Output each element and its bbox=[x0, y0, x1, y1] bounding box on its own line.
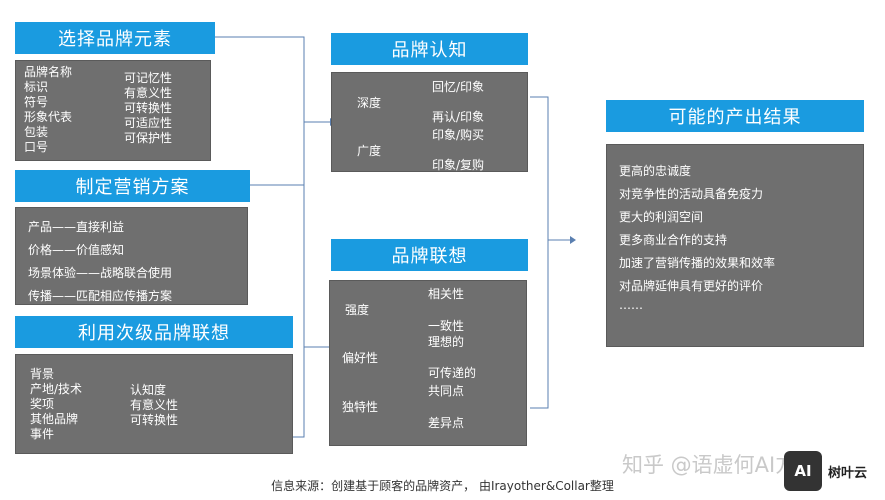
element-item: 形象代表 bbox=[24, 110, 73, 124]
awareness-box: 深度 回忆/印象 再认/印象 广度 印象/购买 印象/复购 bbox=[331, 72, 528, 172]
breadth-label: 广度 bbox=[357, 144, 382, 158]
sources-list: 背景 产地/技术 奖项 其他品牌 事件 bbox=[30, 367, 82, 442]
marketing-item: 产品——直接利益 bbox=[28, 220, 125, 234]
outcomes-header: 可能的产出结果 bbox=[606, 100, 864, 132]
unique-label: 独特性 bbox=[342, 400, 379, 414]
marketing-box: 产品——直接利益 价格——价值感知 场景体验——战略联合使用 传播——匹配相应传… bbox=[15, 207, 248, 305]
element-item: 口号 bbox=[24, 140, 49, 154]
effect-item: 可转换性 bbox=[130, 413, 179, 427]
criteria-item: 可保护性 bbox=[124, 131, 173, 145]
select-elements-box: 品牌名称 标识 符号 形象代表 包装 口号 可记忆性 有意义性 可转换性 可适应… bbox=[15, 60, 211, 161]
criteria-item: 有意义性 bbox=[124, 86, 173, 100]
element-item: 包装 bbox=[24, 125, 49, 139]
outcome-item: 更大的利润空间 bbox=[619, 210, 704, 224]
marketing-item: 场景体验——战略联合使用 bbox=[28, 266, 173, 280]
association-header: 品牌联想 bbox=[331, 239, 528, 271]
strength-label: 强度 bbox=[345, 303, 370, 317]
favor-item: 可传递的 bbox=[428, 366, 477, 380]
effect-item: 认知度 bbox=[130, 383, 167, 397]
source-item: 其他品牌 bbox=[30, 412, 79, 426]
source-item: 背景 bbox=[30, 367, 55, 381]
effect-item: 有意义性 bbox=[130, 398, 179, 412]
site-logo-badge: AI bbox=[784, 451, 822, 491]
favor-label: 偏好性 bbox=[342, 351, 379, 365]
depth-item: 再认/印象 bbox=[432, 110, 485, 124]
outcome-item: 加速了营销传播的效果和效率 bbox=[619, 256, 776, 270]
source-item: 产地/技术 bbox=[30, 382, 83, 396]
strength-item: 相关性 bbox=[428, 287, 465, 301]
association-box: 强度 相关性 一致性 偏好性 理想的 可传递的 独特性 共同点 差异点 bbox=[329, 280, 527, 446]
outcome-item: 更多商业合作的支持 bbox=[619, 233, 728, 247]
favor-item: 理想的 bbox=[428, 335, 465, 349]
breadth-item: 印象/购买 bbox=[432, 128, 485, 142]
marketing-item: 价格——价值感知 bbox=[28, 243, 125, 257]
outcome-item: 更高的忠诚度 bbox=[619, 164, 692, 178]
outcome-item: 对品牌延伸具有更好的评价 bbox=[619, 279, 764, 293]
element-item: 符号 bbox=[24, 95, 49, 109]
outcomes-box: 更高的忠诚度 对竞争性的活动具备免疫力 更大的利润空间 更多商业合作的支持 加速… bbox=[606, 144, 864, 347]
outcome-item: 对竞争性的活动具备免疫力 bbox=[619, 187, 764, 201]
site-brand-name: 树叶云 bbox=[828, 466, 868, 481]
effects-list: 认知度 有意义性 可转换性 bbox=[130, 383, 178, 428]
select-elements-header: 选择品牌元素 bbox=[15, 22, 215, 54]
element-item: 品牌名称 bbox=[24, 65, 73, 79]
marketing-item: 传播——匹配相应传播方案 bbox=[28, 289, 173, 303]
criteria-list: 可记忆性 有意义性 可转换性 可适应性 可保护性 bbox=[124, 71, 172, 146]
secondary-header: 利用次级品牌联想 bbox=[15, 316, 293, 348]
marketing-header: 制定营销方案 bbox=[15, 170, 250, 202]
unique-item: 差异点 bbox=[428, 416, 465, 430]
source-item: 事件 bbox=[30, 427, 55, 441]
criteria-item: 可转换性 bbox=[124, 101, 173, 115]
awareness-header: 品牌认知 bbox=[331, 33, 528, 65]
depth-item: 回忆/印象 bbox=[432, 80, 485, 94]
breadth-item: 印象/复购 bbox=[432, 158, 485, 172]
brand-elements-list: 品牌名称 标识 符号 形象代表 包装 口号 bbox=[24, 65, 72, 155]
source-caption: 信息来源：创建基于顾客的品牌资产， 由Irayother&Collar整理 bbox=[271, 479, 614, 493]
criteria-item: 可适应性 bbox=[124, 116, 173, 130]
source-item: 奖项 bbox=[30, 397, 55, 411]
criteria-item: 可记忆性 bbox=[124, 71, 173, 85]
secondary-box: 背景 产地/技术 奖项 其他品牌 事件 认知度 有意义性 可转换性 bbox=[15, 354, 293, 454]
element-item: 标识 bbox=[24, 80, 49, 94]
unique-item: 共同点 bbox=[428, 384, 465, 398]
strength-item: 一致性 bbox=[428, 319, 465, 333]
outcome-item: …… bbox=[619, 298, 643, 312]
depth-label: 深度 bbox=[357, 96, 382, 110]
